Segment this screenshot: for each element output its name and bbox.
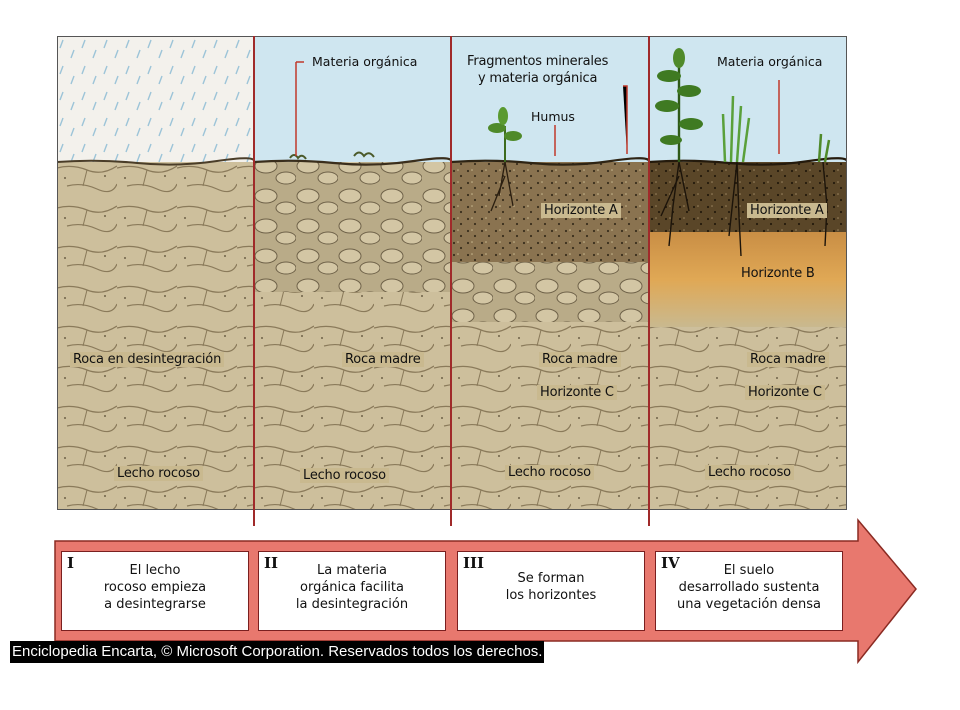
stage-number: I (67, 554, 75, 572)
label-parent-rock: Roca madre (539, 352, 621, 367)
panel-stage-4: Materia orgánica Horizonte A Horizonte B… (649, 36, 847, 510)
stage-number: II (264, 554, 279, 572)
label-bedrock: Lecho rocoso (300, 468, 389, 483)
label-humus: Humus (527, 108, 579, 125)
stage-caption-3: III Se forman los horizontes (457, 551, 645, 631)
label-bedrock: Lecho rocoso (705, 465, 794, 480)
label-mineral-fragments: Fragmentos minerales y materia orgánica (467, 53, 609, 87)
label-horizon-a: Horizonte A (747, 203, 827, 218)
stage-caption-2: II La materia orgánica facilita la desin… (258, 551, 446, 631)
label-bedrock: Lecho rocoso (114, 466, 203, 481)
label-parent-rock: Roca madre (747, 352, 829, 367)
stage-caption-4: IV El suelo desarrollado sustenta una ve… (655, 551, 843, 631)
stage-description: Se forman los horizontes (505, 571, 597, 603)
label-organic-matter: Materia orgánica (713, 53, 827, 70)
label-rock-disintegrating: Roca en desintegración (70, 352, 225, 367)
stage-number: IV (661, 554, 680, 572)
label-horizon-c: Horizonte C (537, 385, 617, 400)
panel-stage-1: Roca en desintegración Lecho rocoso (57, 36, 254, 510)
label-horizon-c: Horizonte C (745, 385, 825, 400)
stage-description: El lecho rocoso empieza a desintegrarse (103, 563, 207, 612)
copyright-credit: Enciclopedia Encarta, © Microsoft Corpor… (10, 641, 545, 663)
label-horizon-b: Horizonte B (741, 266, 815, 281)
label-horizon-a: Horizonte A (541, 203, 621, 218)
stage-divider-3 (648, 36, 650, 526)
stage-divider-1 (253, 36, 255, 526)
stage-divider-2 (450, 36, 452, 526)
stage-description: La materia orgánica facilita la desinteg… (295, 563, 409, 612)
stage-description: El suelo desarrollado sustenta una veget… (677, 563, 821, 612)
stage-1-illustration (57, 36, 254, 510)
stage-number: III (463, 554, 485, 572)
label-bedrock: Lecho rocoso (505, 465, 594, 480)
panel-stage-3: Fragmentos minerales y materia orgánica … (451, 36, 649, 510)
panel-stage-2: Materia orgánica Roca madre Lecho rocoso (254, 36, 451, 510)
stage-caption-1: I El lecho rocoso empieza a desintegrars… (61, 551, 249, 631)
label-organic-matter: Materia orgánica (308, 53, 422, 70)
label-parent-rock: Roca madre (342, 352, 424, 367)
